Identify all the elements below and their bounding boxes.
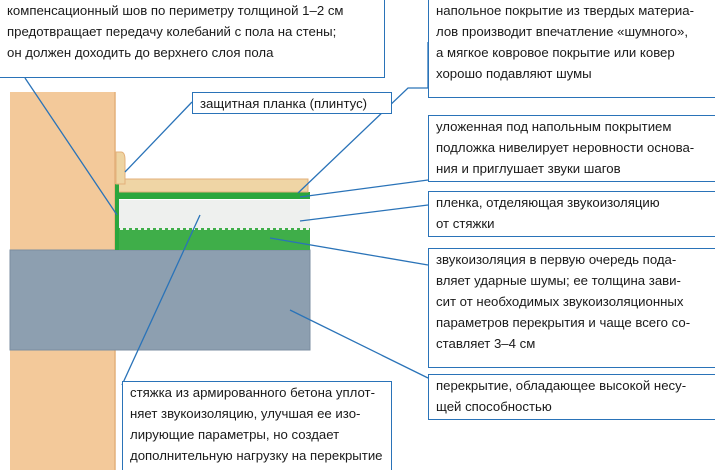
- sound-insulation-layer: [118, 228, 310, 250]
- film-note: пленка, отделяющая звукоизоляцию от стяж…: [428, 191, 715, 237]
- leader-underlay: [299, 179, 429, 198]
- underlay-note: уложенная под напольным покрытием подлож…: [428, 115, 715, 182]
- baseboard: [115, 151, 126, 185]
- leader-expansion-joint: [24, 77, 118, 216]
- leader-lines: [24, 42, 429, 386]
- hard-floor-note: напольное покрытие из твердых материа- л…: [428, 0, 715, 98]
- expansion-joint: [115, 184, 119, 250]
- leader-film: [299, 204, 429, 222]
- screed-note: стяжка из армированного бетона уплот- ня…: [122, 381, 392, 470]
- leader-floor-slab: [289, 309, 429, 379]
- floor-slab: [9, 249, 311, 351]
- expansion-joint-note: компенсационный шов по периметру толщино…: [0, 0, 385, 78]
- parquet-layer: [117, 178, 309, 193]
- screed-layer: [118, 200, 310, 228]
- underlay-layer: [118, 192, 310, 199]
- sound-insulation-note: звукоизоляция в первую очередь пода- вля…: [428, 248, 715, 368]
- leader-sound-insulation: [269, 237, 429, 266]
- leader-screed: [121, 214, 201, 386]
- baseboard-note: защитная планка (плинтус): [192, 92, 392, 114]
- floor-slab-note: перекрытие, обладающее высокой несу- щей…: [428, 374, 715, 420]
- leader-baseboard: [124, 101, 193, 173]
